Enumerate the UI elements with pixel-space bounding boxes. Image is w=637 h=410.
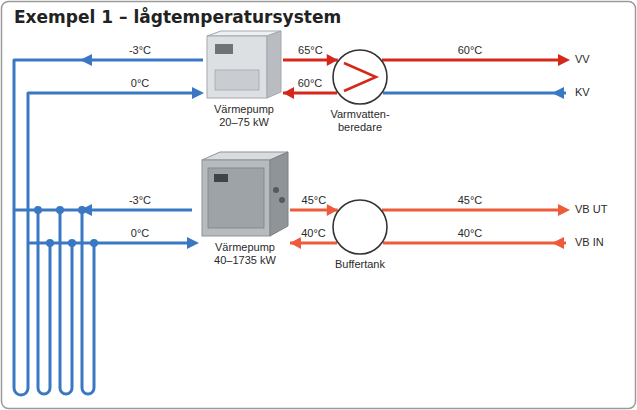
pipe bbox=[382, 59, 562, 62]
junction-dot bbox=[34, 206, 42, 214]
connector bbox=[273, 187, 279, 193]
node-label: Buffertank bbox=[320, 258, 400, 271]
temperature-label: 0°C bbox=[131, 227, 149, 239]
arrow-head bbox=[80, 54, 92, 66]
temperature-label: -3°C bbox=[129, 44, 151, 56]
heat-pump: Värmepump 20–75 kW bbox=[205, 30, 283, 100]
temperature-label: 60°C bbox=[297, 77, 324, 89]
temperature-label: 0°C bbox=[131, 77, 149, 89]
temperature-label: 45°C bbox=[458, 194, 483, 206]
pipe-name: VB UT bbox=[575, 203, 607, 215]
pipe bbox=[14, 60, 203, 395]
cabinet-side bbox=[267, 31, 281, 98]
heat-pump-illustration bbox=[205, 30, 283, 100]
temperature-label: -3°C bbox=[129, 194, 151, 206]
temperature-label: 45°C bbox=[301, 194, 328, 206]
pipe bbox=[38, 210, 50, 394]
flow-arrows bbox=[80, 54, 204, 249]
arrow-head bbox=[80, 204, 92, 216]
control-panel bbox=[215, 44, 233, 54]
heat-pump-illustration bbox=[200, 150, 290, 238]
tank-circle bbox=[332, 49, 388, 105]
pipe bbox=[60, 210, 72, 394]
diagram-title: Exempel 1 – lågtemperatursystem bbox=[14, 7, 341, 27]
pipe-name: VV bbox=[575, 53, 590, 65]
pipe bbox=[82, 210, 94, 394]
arrow-head bbox=[558, 204, 570, 216]
arrow-head bbox=[283, 87, 294, 99]
arrow-head bbox=[192, 87, 204, 99]
junction-dot bbox=[56, 206, 64, 214]
water-heater: Varmvatten- beredare bbox=[332, 49, 388, 105]
node-label: Varmvatten- beredare bbox=[320, 108, 400, 134]
pipe-name: VB IN bbox=[575, 236, 604, 248]
connector bbox=[279, 197, 285, 203]
cabinet-side bbox=[270, 152, 288, 236]
arrow-head bbox=[187, 237, 199, 249]
junction-dot bbox=[46, 239, 54, 247]
cabinet-front bbox=[207, 36, 267, 98]
junction-dot bbox=[90, 239, 98, 247]
tank-outline bbox=[333, 200, 387, 254]
buffer-tank: Buffertank bbox=[332, 199, 388, 255]
borehole-pipes bbox=[14, 60, 203, 395]
arrow-head bbox=[552, 237, 564, 249]
arrow-head bbox=[558, 54, 570, 66]
arrow-head bbox=[552, 87, 564, 99]
tank-circle bbox=[332, 199, 388, 255]
node-label: Värmepump 40–1735 kW bbox=[205, 241, 285, 267]
display bbox=[214, 174, 228, 182]
tank-outline bbox=[333, 50, 387, 104]
cabinet-front bbox=[202, 160, 270, 236]
node-label: Värmepump 20–75 kW bbox=[204, 103, 284, 129]
front-panel bbox=[208, 168, 264, 228]
pipe bbox=[383, 92, 566, 95]
heat-pump: Värmepump 40–1735 kW bbox=[200, 150, 290, 238]
pipe bbox=[382, 209, 562, 212]
outlet-pipes bbox=[382, 54, 570, 249]
temperature-label: 40°C bbox=[300, 227, 327, 239]
heat-coil bbox=[344, 63, 376, 91]
pipe bbox=[383, 242, 566, 245]
pipe-name: KV bbox=[575, 86, 590, 98]
temperature-label: 60°C bbox=[458, 44, 483, 56]
vent bbox=[215, 70, 259, 90]
temperature-label: 40°C bbox=[458, 227, 483, 239]
junction-dot bbox=[68, 239, 76, 247]
temperature-label: 65°C bbox=[297, 44, 324, 56]
